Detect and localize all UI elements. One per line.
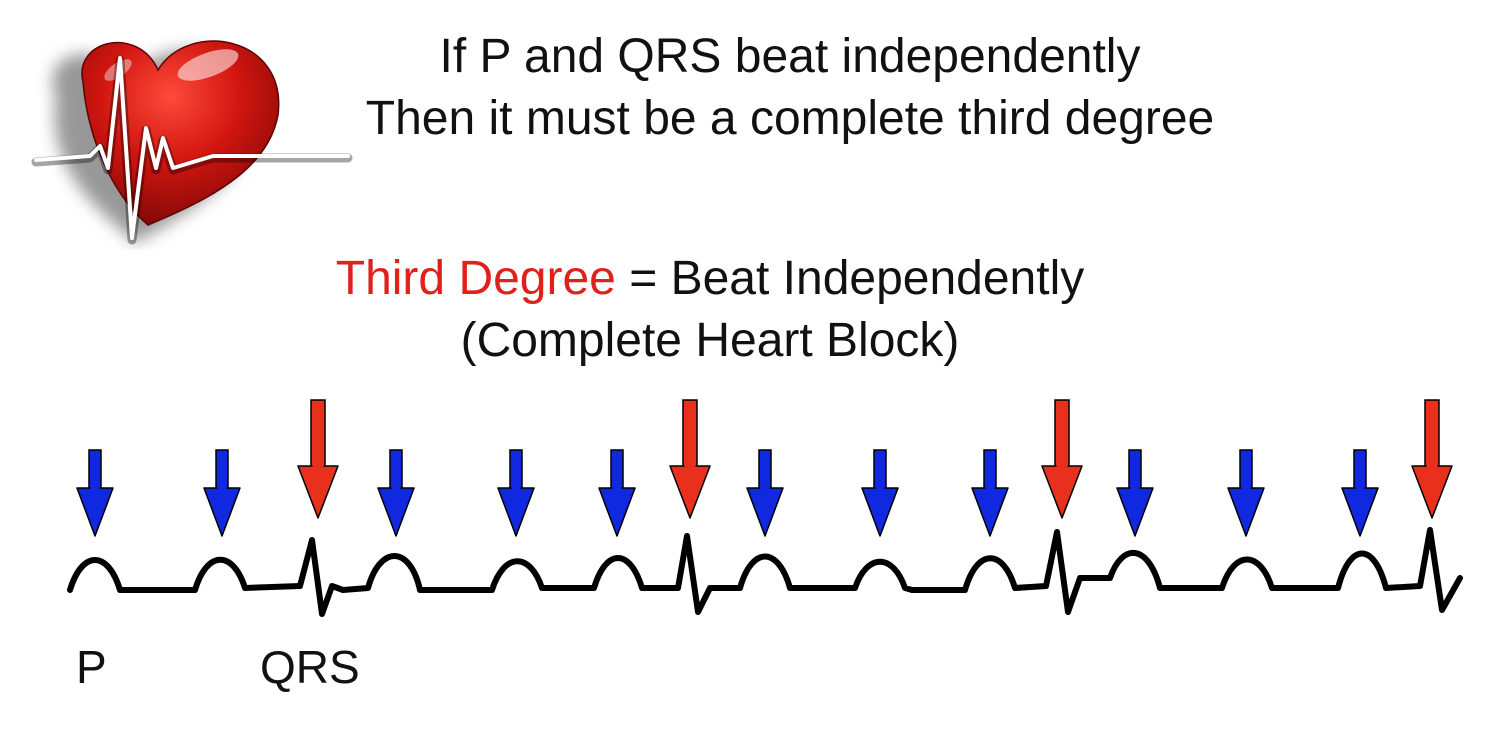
definition-separator: = bbox=[615, 252, 671, 305]
ecg-trace bbox=[67, 527, 1463, 617]
p-wave-arrow bbox=[1227, 449, 1265, 537]
p-wave-arrow bbox=[598, 449, 636, 537]
definition-note: (Complete Heart Block) bbox=[460, 314, 960, 367]
p-wave-arrow bbox=[746, 449, 784, 537]
p-wave-arrow bbox=[76, 449, 114, 537]
definition-term: Third Degree bbox=[335, 252, 616, 305]
p-wave-label: P bbox=[76, 641, 107, 693]
definition-meaning: Beat Independently bbox=[670, 252, 1085, 305]
qrs-arrow bbox=[1411, 399, 1453, 519]
p-wave-arrow bbox=[1116, 449, 1154, 537]
p-wave-arrow bbox=[203, 449, 241, 537]
qrs-arrow bbox=[1041, 399, 1083, 519]
title-line-2: Then it must be a complete third degree bbox=[365, 92, 1215, 145]
p-wave-arrow bbox=[1341, 449, 1379, 537]
definition: Third Degree = Beat Independently (Compl… bbox=[150, 248, 1270, 372]
title-line-1: If P and QRS beat independently bbox=[439, 30, 1141, 83]
p-wave-arrow bbox=[377, 449, 415, 537]
definition-line: Third Degree = Beat Independently bbox=[150, 248, 1270, 310]
p-wave-arrow bbox=[861, 449, 899, 537]
ecg-strip bbox=[67, 399, 1463, 617]
qrs-complex-label: QRS bbox=[260, 641, 360, 693]
qrs-arrow bbox=[297, 399, 339, 519]
heart-ecg-logo-icon bbox=[31, 40, 353, 245]
p-wave-arrow bbox=[497, 449, 535, 537]
slide-title: If P and QRS beat independently Then it … bbox=[280, 26, 1300, 150]
p-wave-arrow bbox=[971, 449, 1009, 537]
qrs-arrow bbox=[669, 399, 711, 519]
